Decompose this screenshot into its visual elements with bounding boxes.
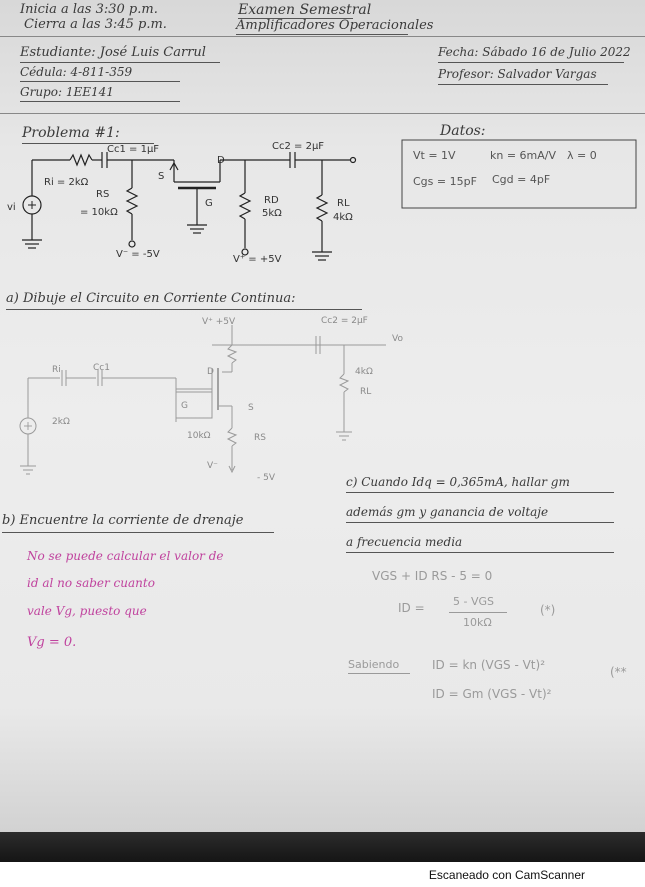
c2-cc2: Cc2 = 2μF [321,316,368,326]
problem-title: Problema #1: [22,125,120,141]
eq-id-lhs: ID = [398,601,425,615]
c2-g: G [181,401,188,411]
part-a-title: a) Dibuje el Circuito en Corriente Conti… [6,291,296,306]
c2-minus5: - 5V [257,473,275,483]
c1-vs: vi [7,202,16,213]
c1-rs: RS [96,189,110,200]
circuit-2 [19,325,386,475]
exam-date: Fecha: Sábado 16 de Julio 2022 [438,45,631,59]
c2-s: S [248,403,254,413]
answer-b-line3: vale Vg, puesto que [27,604,147,618]
part-b-title: b) Encuentre la corriente de drenaje [2,513,244,528]
exam-subject: Amplificadores Operacionales [236,18,434,33]
schematics [19,139,637,475]
exam-title: Examen Semestral [238,2,372,18]
notebook-sheet: Inicia a las 3:30 p.m. Cierra a las 3:45… [0,0,645,832]
answer-b-line1: No se puede calcular el valor de [27,549,224,563]
eq-mark-2: (** [610,665,627,679]
scanner-watermark: Escaneado con CamScanner [428,868,585,882]
student-id: Cédula: 4-811-359 [20,65,133,79]
datos-cgs: Cgs = 15pF [413,175,477,188]
c2-vplus: V⁺ +5V [202,317,236,327]
c1-g: G [205,198,213,209]
answer-b-line2: id al no saber cuanto [27,576,155,590]
eq-square-law-1: ID = kn (VGS - Vt)² [432,658,546,672]
c1-vminus: V⁻ = -5V [116,249,160,260]
c1-rd-val: 5kΩ [262,208,282,219]
datos-title: Datos: [440,123,486,139]
c1-s: S [158,171,165,182]
c1-cc2: Cc2 = 2μF [272,141,325,152]
eq-kvl: VGS + ID RS - 5 = 0 [372,569,493,583]
answer-b-line4: Vg = 0. [27,635,77,650]
eq-sabiendo: Sabiendo [348,658,400,671]
student-group: Grupo: 1EE141 [20,85,114,99]
header-line-start: Inicia a las 3:30 p.m. [20,2,158,17]
c1-vplus: V⁺ = +5V [233,254,282,265]
c1-rs-val: = 10kΩ [80,207,118,218]
c2-10k: 10kΩ [187,431,211,441]
c2-d: D [207,367,214,377]
c1-rl-val: 4kΩ [333,212,353,223]
circuit-1 [22,152,357,261]
eq-id-den: 10kΩ [463,616,492,629]
datos-kn: kn = 6mA/V [490,149,557,162]
c2-rs: RS [254,433,266,443]
c1-rl: RL [337,198,350,209]
c1-rd: RD [264,195,279,206]
c2-rl: RL [360,387,372,397]
c1-ri: Ri = 2kΩ [44,177,89,188]
scanner-footer: Escaneado con CamScanner [0,862,645,887]
part-c-line1: c) Cuando Idq = 0,365mA, hallar gm [346,475,570,489]
header-line-close: Cierra a las 3:45 p.m. [24,17,167,32]
datos-vt: Vt = 1V [413,149,456,162]
c2-4k: 4kΩ [355,367,373,377]
datos-lambda: λ = 0 [567,149,597,162]
c2-cc1: Cc1 [93,363,110,373]
eq-square-law-2: ID = Gm (VGS - Vt)² [432,687,552,701]
c1-cc1: Cc1 = 1μF [107,144,160,155]
eq-mark-1: (*) [540,603,556,617]
c2-vminus: V⁻ [207,461,218,471]
professor: Profesor: Salvador Vargas [438,67,597,81]
student-name: Estudiante: José Luis Carrul [20,45,206,60]
c2-ri: Ri [52,365,61,375]
eq-id-num: 5 - VGS [453,595,494,608]
table-edge [0,832,645,862]
datos-cgd: Cgd = 4pF [492,173,551,186]
c2-vo: Vo [392,334,403,344]
c2-2k: 2kΩ [52,417,70,427]
part-c-line2: además gm y ganancia de voltaje [346,505,549,519]
part-c-line3: a frecuencia media [346,535,463,549]
